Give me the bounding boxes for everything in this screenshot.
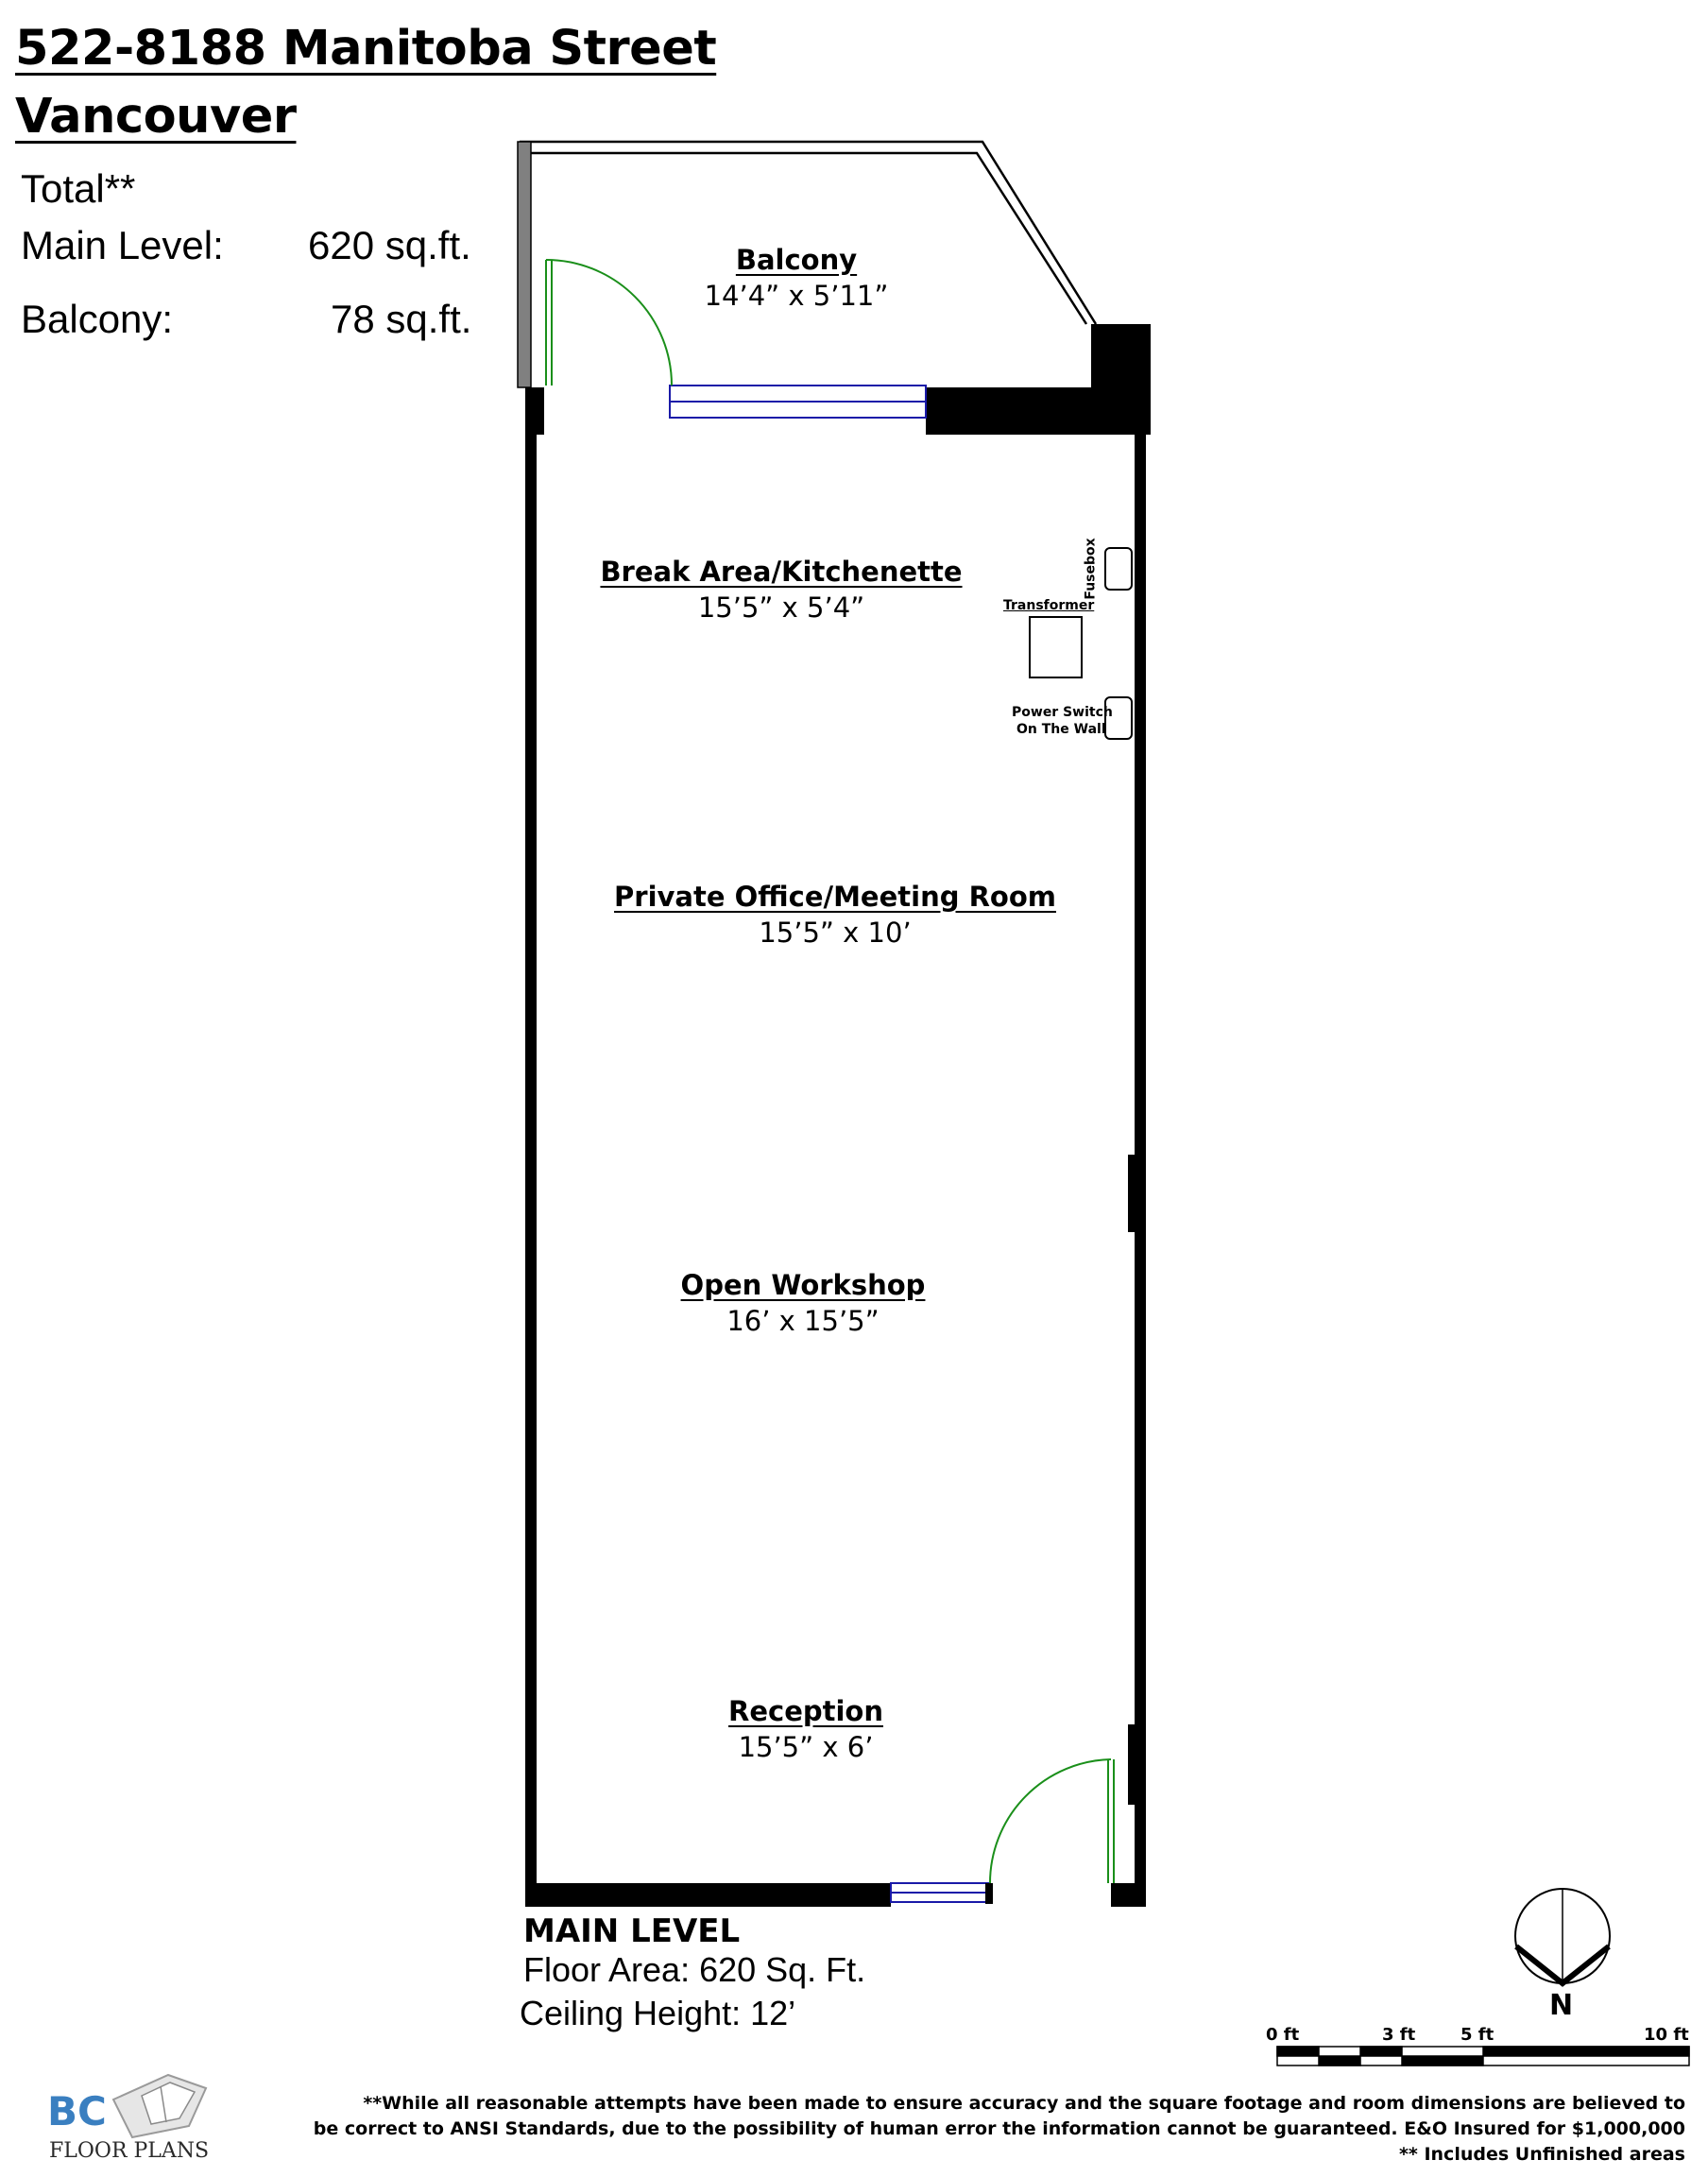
disclaimer-line-2: be correct to ANSI Standards, due to the… <box>313 2118 1685 2139</box>
level-title: MAIN LEVEL <box>523 1912 741 1950</box>
disclaimer-line-3: ** Includes Unfinished areas <box>1398 2144 1685 2165</box>
room-break-area-dims: 15’5” x 5’4” <box>697 591 865 624</box>
window-bottom <box>890 1882 991 1903</box>
address-line-1: 522-8188 Manitoba Street <box>15 21 717 77</box>
door-entry-jamb <box>985 1883 993 1904</box>
wall-top-right <box>926 387 1151 435</box>
room-private-office-name: Private Office/Meeting Room <box>614 881 1056 913</box>
compass-icon <box>1514 1888 1611 1987</box>
room-break-area-name: Break Area/Kitchenette <box>600 556 963 588</box>
transformer-label: Transformer <box>1003 598 1095 613</box>
fusebox-box <box>1104 547 1133 591</box>
room-private-office-dims: 15’5” x 10’ <box>759 917 912 949</box>
level-floor-area: Floor Area: 620 Sq. Ft. <box>523 1950 866 1989</box>
room-reception-name: Reception <box>728 1695 883 1727</box>
bc-floor-plans-logo <box>111 2073 208 2139</box>
address-line-2: Vancouver <box>15 89 297 145</box>
wall-jog-bottom <box>1128 1724 1137 1805</box>
disclaimer-line-1: **While all reasonable attempts have bee… <box>363 2093 1685 2114</box>
power-switch-label-2: On The Wall <box>1016 722 1106 737</box>
room-workshop-name: Open Workshop <box>680 1269 926 1301</box>
wall-left <box>525 387 537 1907</box>
summary-main-value: 620 sq.ft. <box>308 223 471 267</box>
summary-balcony-value: 78 sq.ft. <box>331 297 472 341</box>
door-balcony <box>545 259 673 386</box>
scale-label-5: 5 ft <box>1460 2025 1494 2045</box>
walls <box>525 324 1151 1907</box>
balcony-side-wall <box>517 141 532 388</box>
scale-bar <box>1276 2046 1690 2066</box>
door-entry <box>989 1758 1115 1884</box>
balcony-outline <box>517 140 1098 388</box>
fusebox-label: Fusebox <box>1083 538 1099 600</box>
room-balcony-dims: 14’4” x 5’11” <box>704 280 889 312</box>
wall-bottom-left <box>525 1883 891 1907</box>
transformer-box <box>1029 616 1083 678</box>
level-ceiling-height: Ceiling Height: 12’ <box>520 1994 796 2032</box>
room-workshop-dims: 16’ x 15’5” <box>726 1305 880 1337</box>
power-switch-box <box>1104 696 1133 740</box>
compass-label: N <box>1549 1989 1574 2022</box>
logo-letters: BC <box>47 2088 107 2134</box>
wall-bottom-right <box>1111 1883 1146 1907</box>
room-balcony-name: Balcony <box>735 244 858 276</box>
summary-main-label: Main Level: <box>21 223 224 267</box>
scale-label-0: 0 ft <box>1266 2025 1300 2045</box>
wall-right <box>1135 435 1146 1907</box>
window-top <box>669 385 927 419</box>
summary-balcony-label: Balcony: <box>21 297 174 341</box>
scale-label-3: 3 ft <box>1382 2025 1416 2045</box>
wall-jog-mid <box>1128 1155 1137 1232</box>
logo-text: FLOOR PLANS <box>49 2139 210 2163</box>
room-reception-dims: 15’5” x 6’ <box>738 1731 874 1763</box>
power-switch-label-1: Power Switch <box>1012 705 1113 720</box>
summary-total-label: Total** <box>21 166 136 211</box>
scale-label-10: 10 ft <box>1644 2025 1689 2045</box>
